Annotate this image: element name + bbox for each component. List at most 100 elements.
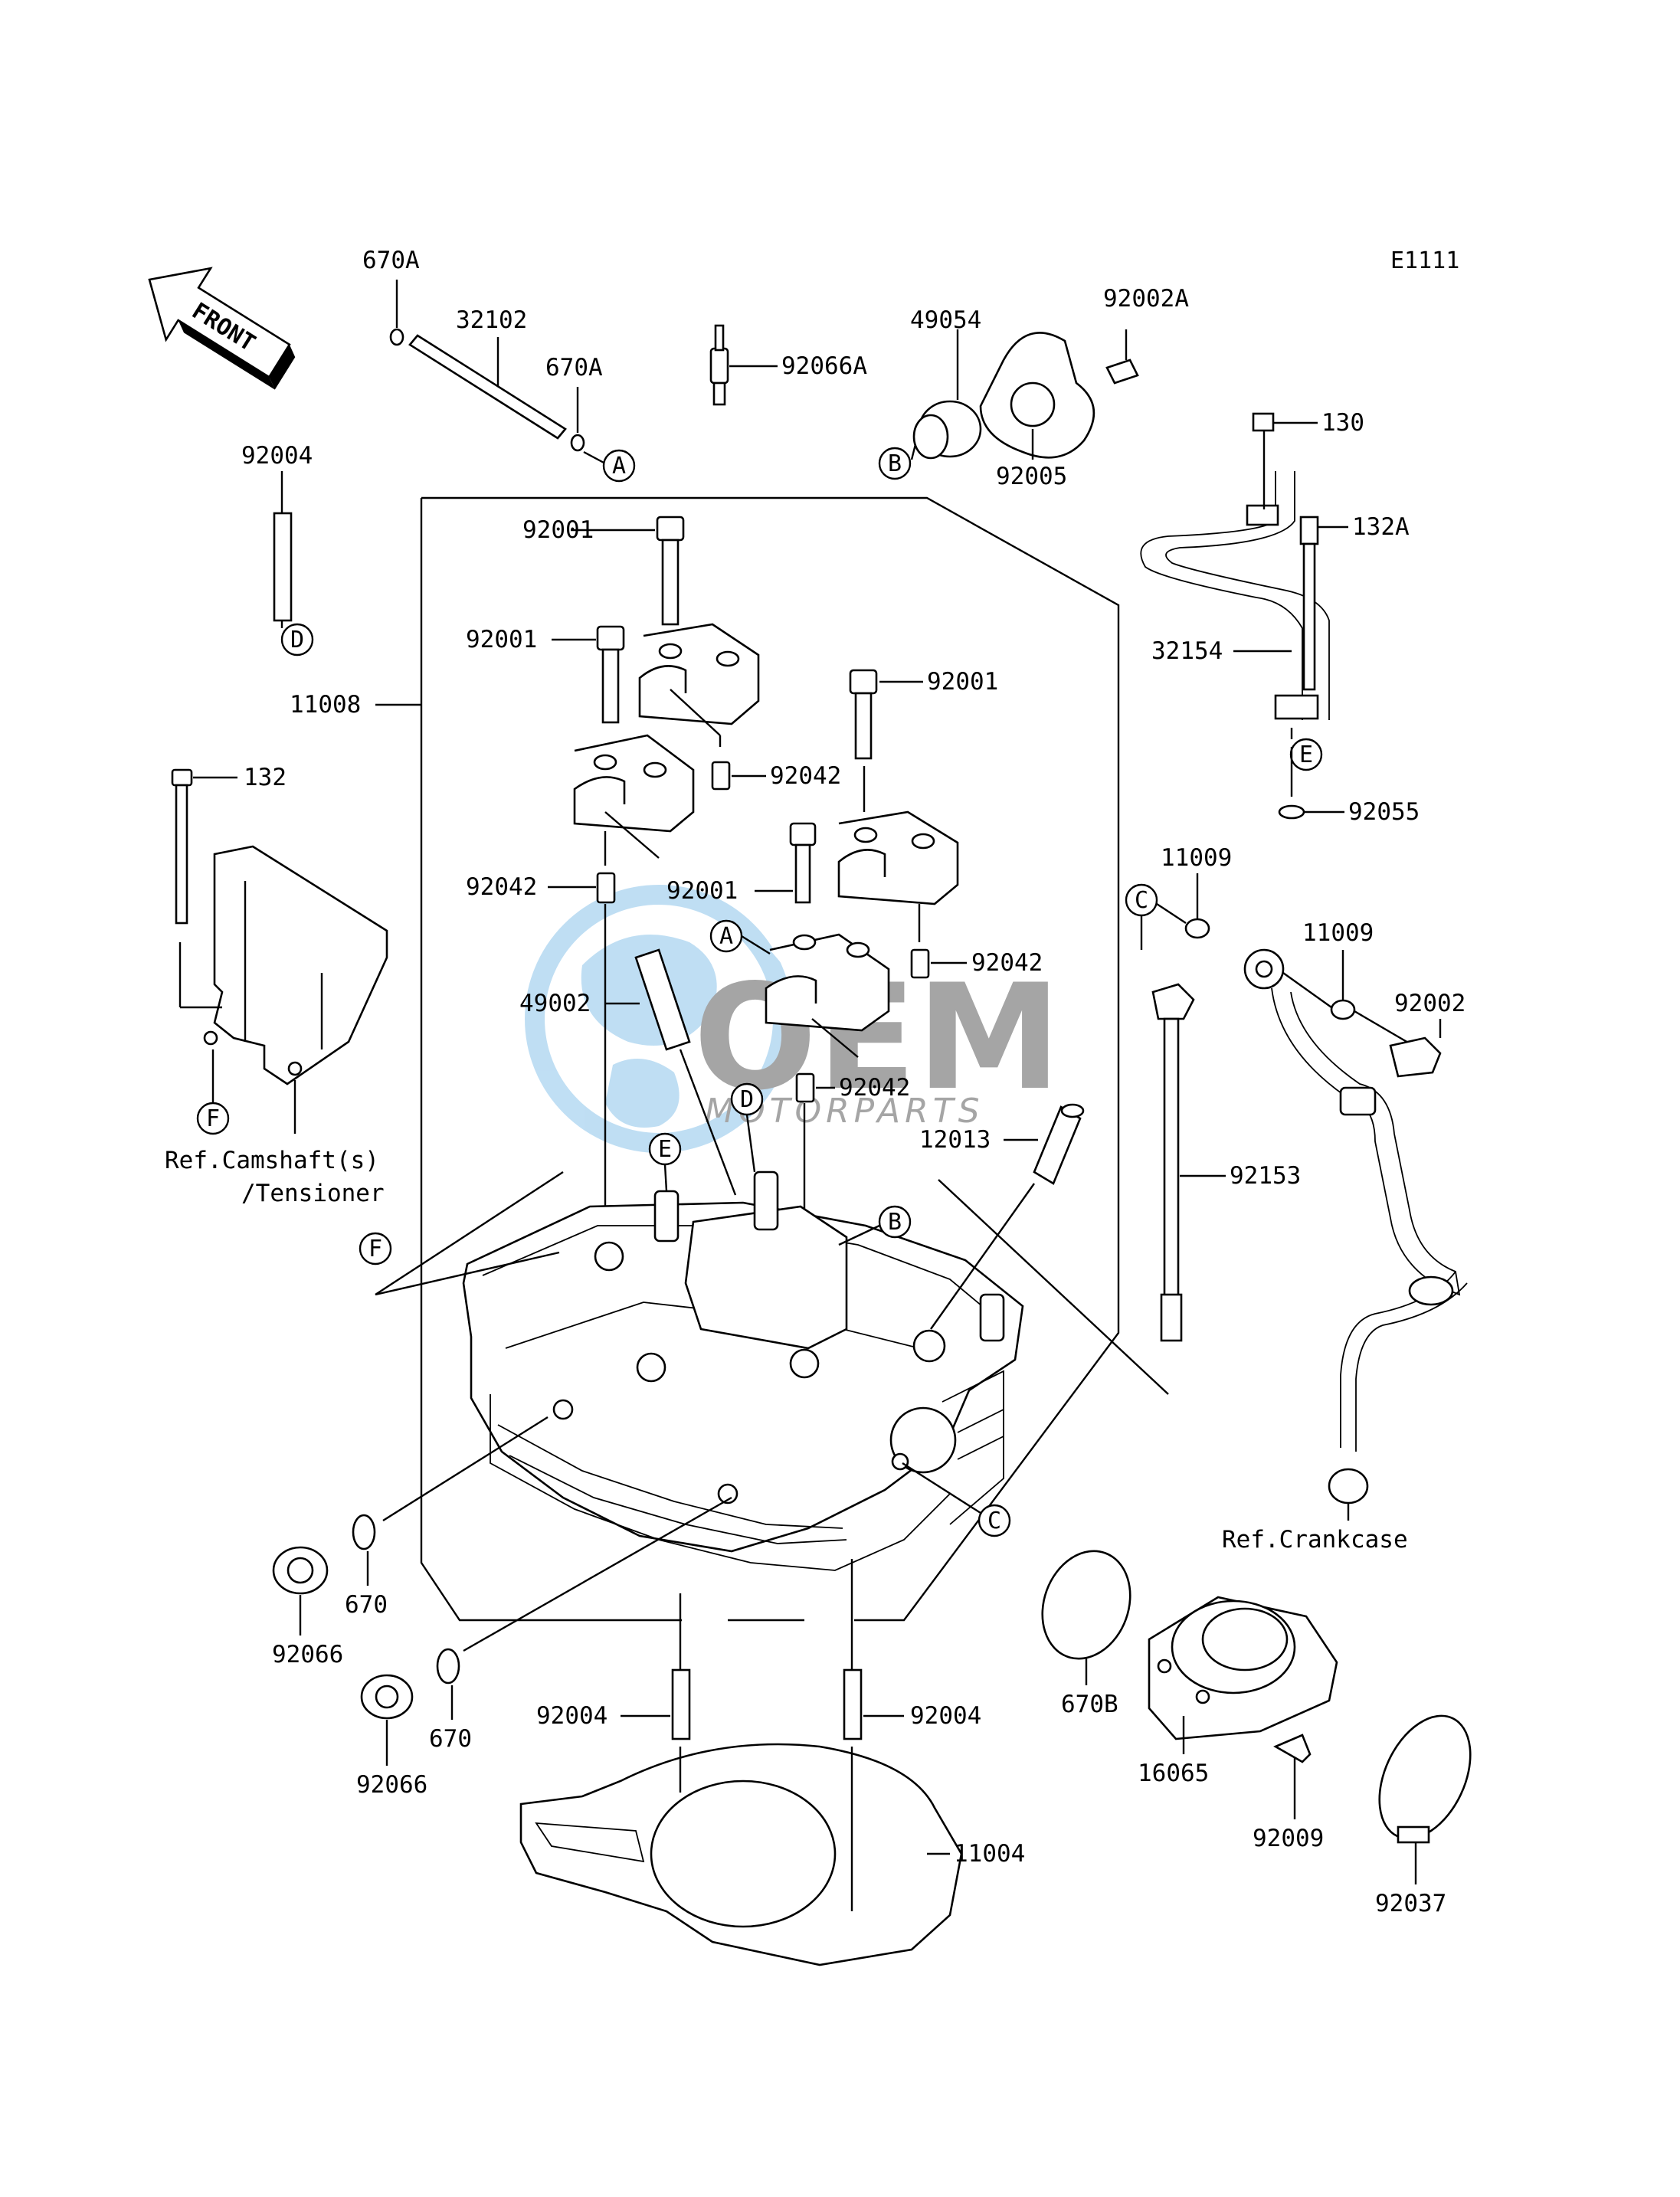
- callout-C2-text: C: [1135, 887, 1148, 914]
- o-ring-670A-top: [389, 280, 404, 346]
- label-92055: 92055: [1348, 798, 1420, 826]
- label-92005: 92005: [996, 463, 1067, 490]
- callout-D2-text: D: [740, 1086, 754, 1113]
- part-labels: 670A 32102 670A 92066A 49054 92002A 9200…: [241, 247, 1465, 1917]
- label-92009: 92009: [1253, 1825, 1324, 1852]
- label-92002: 92002: [1394, 990, 1465, 1017]
- bolt-92001-c: [849, 669, 923, 760]
- o-ring-670-a: [352, 1514, 376, 1586]
- pin-32102: [408, 334, 567, 440]
- dowel-92042-c: [910, 948, 967, 979]
- label-12013: 12013: [919, 1126, 991, 1154]
- stud-92004-top: [273, 471, 293, 628]
- leader-head-C: [902, 1462, 981, 1514]
- label-92001-d: 92001: [666, 877, 738, 905]
- o-ring-670B: [1041, 1550, 1131, 1685]
- cylinder-head-frame: [420, 496, 1120, 1622]
- label-11009-b: 11009: [1302, 919, 1374, 947]
- callout-E2-text: E: [658, 1136, 672, 1163]
- label-92004-right: 92004: [910, 1702, 981, 1730]
- label-92153: 92153: [1230, 1162, 1301, 1190]
- callout-A2-text: A: [719, 923, 733, 950]
- valve-guide-49002: [605, 948, 737, 1196]
- label-32154: 32154: [1151, 637, 1223, 665]
- bolt-92009: [1273, 1734, 1312, 1819]
- dowel-92042-a: [711, 761, 766, 791]
- cam-cap-4: [765, 933, 890, 1058]
- label-32102: 32102: [456, 306, 527, 334]
- label-670B: 670B: [1061, 1691, 1118, 1718]
- o-ring-670-b: [436, 1648, 460, 1720]
- leader-head-670b: [463, 1496, 732, 1652]
- callout-E2: E: [648, 1132, 682, 1192]
- label-132A: 132A: [1352, 513, 1410, 541]
- oil-pipe-32154: [1140, 412, 1330, 720]
- dowel-92042-b: [548, 872, 616, 1256]
- cam-cap-3: [837, 766, 959, 942]
- bolt-92001-a: [571, 516, 685, 626]
- label-92001-b: 92001: [466, 626, 537, 653]
- bolt-92002A: [1105, 329, 1139, 385]
- stud-92004-left: [621, 1593, 691, 1740]
- label-92001-a: 92001: [522, 516, 594, 544]
- callout-A1: A: [602, 449, 636, 483]
- label-49002: 49002: [519, 990, 591, 1017]
- label-92066-a: 92066: [272, 1641, 343, 1668]
- carburetor-holder-16065: [1148, 1596, 1338, 1754]
- label-92066A: 92066A: [781, 352, 867, 380]
- diagram-id: E1111: [1390, 247, 1459, 274]
- ref-camshaft-line1: Ref.Camshaft(s): [165, 1147, 379, 1174]
- bolt-92153: [1140, 904, 1226, 1342]
- label-11009-a: 11009: [1161, 844, 1232, 872]
- callout-F1: F: [196, 1102, 230, 1135]
- label-92066-b: 92066: [356, 1771, 427, 1799]
- callout-A2: A: [709, 919, 771, 955]
- callout-B2-text: B: [888, 1209, 902, 1236]
- callout-F2-text: F: [368, 1236, 382, 1262]
- label-670-b: 670: [429, 1725, 472, 1753]
- leader-F2: [375, 1171, 564, 1296]
- o-ring-92055: [1278, 747, 1344, 820]
- callout-F2: F: [359, 1232, 392, 1265]
- callout-D1: D: [280, 623, 314, 656]
- o-ring-670A-mid: [570, 387, 606, 465]
- label-92042-d: 92042: [839, 1074, 910, 1102]
- bolt-92001-b: [552, 625, 625, 724]
- bolt-92001-d: [755, 822, 817, 904]
- callout-C2: C: [1125, 883, 1158, 917]
- gasket-11004: [519, 1743, 963, 1966]
- label-11004: 11004: [954, 1840, 1025, 1868]
- callout-C1: C: [978, 1504, 1011, 1537]
- cylinder-head-body: [462, 1171, 1024, 1571]
- callout-E1: E: [1289, 728, 1323, 771]
- label-130: 130: [1321, 409, 1364, 437]
- callout-B1-text: B: [888, 450, 902, 477]
- plug-49054: [910, 329, 982, 460]
- label-92002A: 92002A: [1103, 285, 1189, 313]
- callout-D1-text: D: [290, 627, 304, 653]
- front-arrow-icon: FRONT: [148, 267, 296, 390]
- callout-E1-text: E: [1299, 742, 1313, 768]
- label-92001-c: 92001: [927, 668, 998, 696]
- callout-B1: B: [878, 447, 912, 480]
- label-670A-mid: 670A: [545, 354, 603, 381]
- ref-camshaft-line2: /Tensioner: [241, 1180, 385, 1207]
- temperature-sensor-92066A: [709, 324, 778, 406]
- label-670-a: 670: [345, 1591, 388, 1619]
- clamp-92037: [1378, 1714, 1472, 1884]
- label-92042-a: 92042: [770, 762, 841, 790]
- callout-C1-text: C: [987, 1508, 1001, 1534]
- stud-12013: [930, 1103, 1169, 1395]
- label-92042-c: 92042: [971, 949, 1043, 977]
- label-92004-top: 92004: [241, 442, 313, 470]
- cam-cap-1: [638, 623, 760, 747]
- plug-92066-a: [272, 1546, 329, 1635]
- label-92042-b: 92042: [466, 873, 537, 901]
- label-49054: 49054: [910, 306, 981, 334]
- callout-A1-text: A: [612, 453, 626, 480]
- flange-92005: [979, 332, 1095, 460]
- oil-hose-assembly: [1156, 873, 1468, 1521]
- plug-92066-b: [360, 1674, 414, 1766]
- stud-92004-right: [843, 1559, 904, 1740]
- label-670A-top: 670A: [362, 247, 420, 274]
